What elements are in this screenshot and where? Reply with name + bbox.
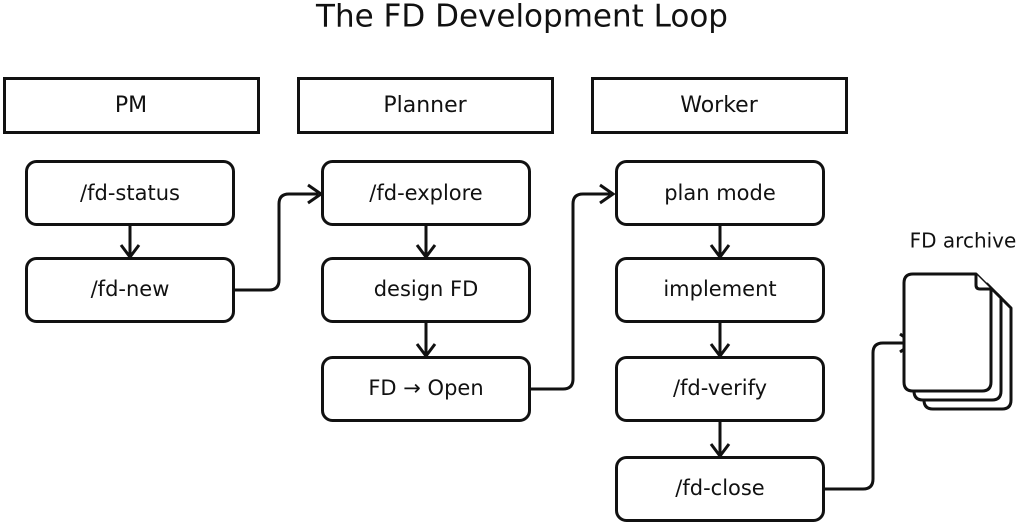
node-label-plan-mode: plan mode: [664, 181, 776, 205]
lane-header-box-worker: [591, 77, 848, 134]
fd-archive-group[interactable]: FD archive: [902, 229, 1017, 411]
lane-header-label-pm: PM: [115, 93, 147, 118]
node-label-fd-new: /fd-new: [91, 277, 170, 301]
node-label-fd-open: FD → Open: [368, 376, 483, 400]
document-fold-corner-icon: [974, 274, 991, 291]
edge-fd-verify-to-fd-close: [709, 421, 731, 459]
node-box-fd-explore[interactable]: [321, 160, 531, 226]
node-label-fd-status: /fd-status: [80, 181, 180, 205]
lane-pm: PM /fd-status /fd-new: [3, 77, 260, 323]
edge-fd-close-to-fd-archive: [824, 332, 916, 491]
node-label-fd-explore: /fd-explore: [369, 181, 482, 205]
lane-worker: Worker plan mode implement /fd-verify /f…: [591, 77, 848, 522]
node-label-implement: implement: [663, 277, 776, 301]
document-sheet-front-icon: [902, 272, 993, 393]
node-label-fd-close: /fd-close: [675, 476, 764, 500]
node-label-design-fd: design FD: [374, 277, 479, 301]
lane-header-label-planner: Planner: [383, 93, 467, 118]
lane-header-box-planner: [297, 77, 554, 134]
edge-fd-open-to-plan-mode: [530, 183, 616, 391]
lane-planner: Planner /fd-explore design FD FD → Open: [297, 77, 554, 422]
node-label-fd-verify: /fd-verify: [673, 376, 767, 400]
edge-design-fd-to-fd-open: [415, 322, 437, 359]
page-title: The FD Development Loop: [315, 0, 728, 35]
lane-header-label-worker: Worker: [680, 93, 758, 118]
node-box-plan-mode[interactable]: [615, 160, 825, 226]
lane-header-box-pm: [3, 77, 260, 134]
node-box-fd-status[interactable]: [25, 160, 235, 226]
edge-implement-to-fd-verify: [709, 322, 731, 359]
edge-fd-status-to-fd-new: [119, 225, 141, 260]
edge-plan-mode-to-implement: [709, 225, 731, 260]
fd-archive-label: FD archive: [910, 229, 1017, 253]
edge-fd-new-to-fd-explore: [234, 183, 324, 292]
edge-fd-explore-to-design-fd: [415, 225, 437, 260]
